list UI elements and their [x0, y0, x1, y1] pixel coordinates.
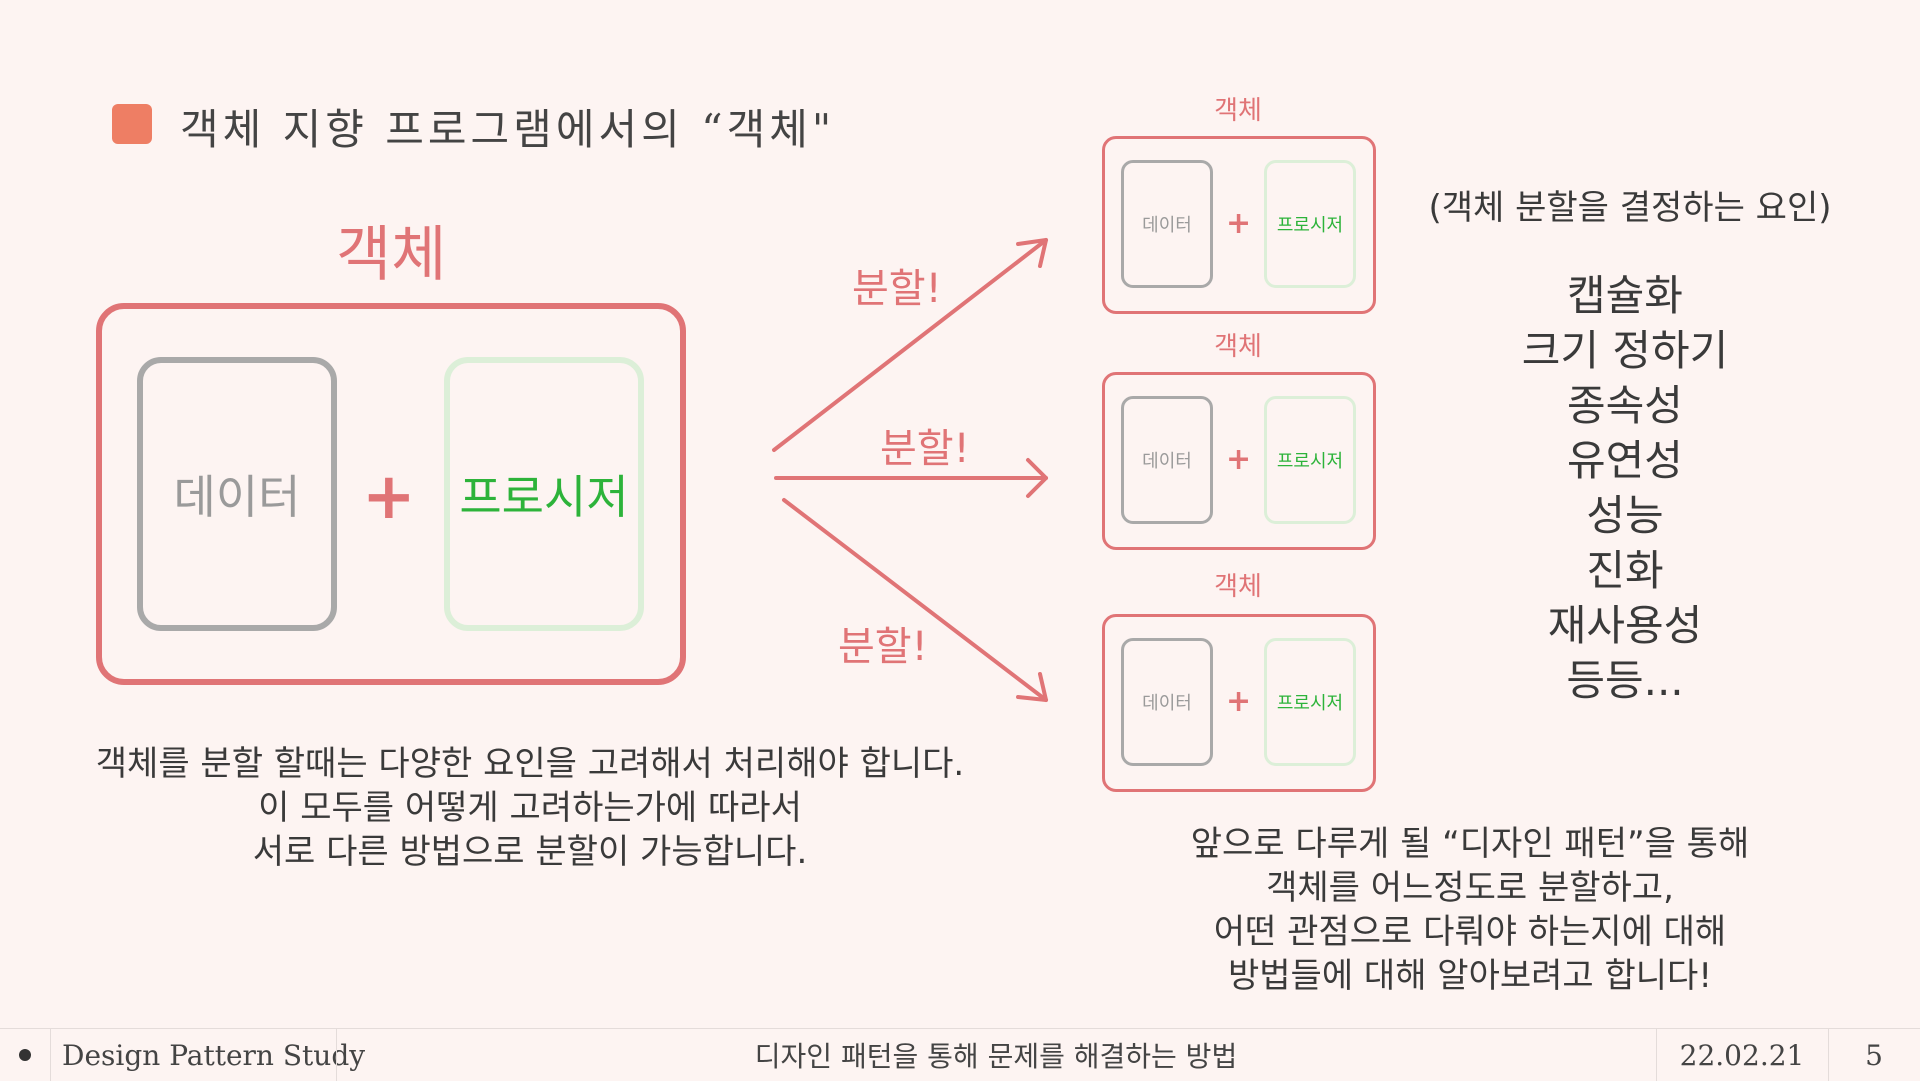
arrow-middle-head [1026, 458, 1048, 498]
object-label: 객체 [336, 220, 447, 290]
title-bullet-square [112, 104, 152, 144]
split-label-bottom: 분할! [838, 624, 928, 670]
description-line: 앞으로 다루게 될 “디자인 패턴”을 통해 [1190, 824, 1750, 864]
right-description: 앞으로 다루게 될 “디자인 패턴”을 통해 객체를 어느정도로 분할하고, 어… [1150, 822, 1790, 998]
mini-data-label: 데이터 [1142, 693, 1192, 714]
mini-object-label: 객체 [1214, 332, 1262, 362]
footer-bullet [19, 1029, 31, 1081]
factors-list: 캡슐화 크기 정하기 종속성 유연성 성능 진화 재사용성 등등... [1480, 268, 1770, 708]
factor-item: 등등... [1566, 656, 1684, 705]
mini-procedure-label: 프로시저 [1276, 215, 1344, 236]
mini-procedure-card: 프로시저 [1264, 396, 1356, 524]
mini-procedure-card: 프로시저 [1264, 160, 1356, 288]
object-frame [96, 303, 686, 685]
mini-plus-sign: + [1226, 206, 1252, 241]
factor-item: 종속성 [1567, 381, 1683, 430]
mini-procedure-label: 프로시저 [1276, 693, 1344, 714]
bullet-dot-icon [19, 1049, 31, 1061]
mini-data-card: 데이터 [1121, 160, 1213, 288]
mini-procedure-card: 프로시저 [1264, 638, 1356, 766]
split-label-middle: 분할! [880, 426, 970, 472]
left-description: 객체를 분할 할때는 다양한 요인을 고려해서 처리해야 합니다. 이 모두를 … [90, 742, 970, 874]
procedure-card: 프로시저 [444, 357, 644, 631]
mini-object-label: 객체 [1214, 96, 1262, 126]
mini-object-label: 객체 [1214, 572, 1262, 602]
mini-plus-sign: + [1226, 684, 1252, 719]
procedure-label: 프로시저 [459, 470, 629, 524]
footer-divider [50, 1029, 51, 1081]
footer-divider [336, 1029, 337, 1081]
description-line: 어떤 관점으로 다뤄야 하는지에 대해 [1213, 912, 1727, 952]
mini-procedure-label: 프로시저 [1276, 451, 1344, 472]
footer-page-number: 5 [1865, 1038, 1883, 1072]
mini-data-label: 데이터 [1142, 215, 1192, 236]
footer-study-name: Design Pattern Study [62, 1038, 366, 1072]
factor-item: 성능 [1586, 491, 1664, 540]
mini-object-frame [1102, 614, 1376, 792]
slide-title: 객체 지향 프로그램에서의 “객체" [180, 105, 836, 154]
data-card: 데이터 [137, 357, 337, 631]
data-label: 데이터 [173, 470, 301, 524]
factor-item: 재사용성 [1547, 601, 1703, 650]
footer-date: 22.02.21 [1679, 1038, 1805, 1072]
slide-footer: Design Pattern Study 디자인 패턴을 통해 문제를 해결하는… [0, 1028, 1920, 1081]
split-label-top: 분할! [852, 266, 942, 312]
footer-subtitle: 디자인 패턴을 통해 문제를 해결하는 방법 [754, 1040, 1238, 1073]
mini-data-label: 데이터 [1142, 451, 1192, 472]
mini-plus-sign: + [1226, 442, 1252, 477]
arrow-up-line [772, 238, 1048, 452]
arrow-down-line [782, 498, 1048, 702]
plus-sign: + [362, 460, 416, 534]
mini-object-frame [1102, 136, 1376, 314]
factors-header: (객체 분할을 결정하는 요인) [1428, 188, 1832, 228]
description-line: 이 모두를 어떻게 고려하는가에 따라서 [258, 788, 802, 828]
arrow-down-head [1016, 672, 1048, 702]
arrow-up-head [1016, 238, 1048, 268]
factor-item: 크기 정하기 [1521, 326, 1729, 375]
description-line: 방법들에 대해 알아보려고 합니다! [1228, 956, 1712, 996]
factor-item: 캡슐화 [1567, 271, 1683, 320]
description-line: 서로 다른 방법으로 분할이 가능합니다. [252, 832, 808, 872]
footer-divider [1656, 1029, 1657, 1081]
factor-item: 진화 [1586, 546, 1664, 595]
mini-data-card: 데이터 [1121, 638, 1213, 766]
mini-object-frame [1102, 372, 1376, 550]
factor-item: 유연성 [1567, 436, 1683, 485]
description-line: 객체를 분할 할때는 다양한 요인을 고려해서 처리해야 합니다. [95, 744, 965, 784]
mini-data-card: 데이터 [1121, 396, 1213, 524]
footer-divider [1828, 1029, 1829, 1081]
description-line: 객체를 어느정도로 분할하고, [1266, 868, 1674, 908]
